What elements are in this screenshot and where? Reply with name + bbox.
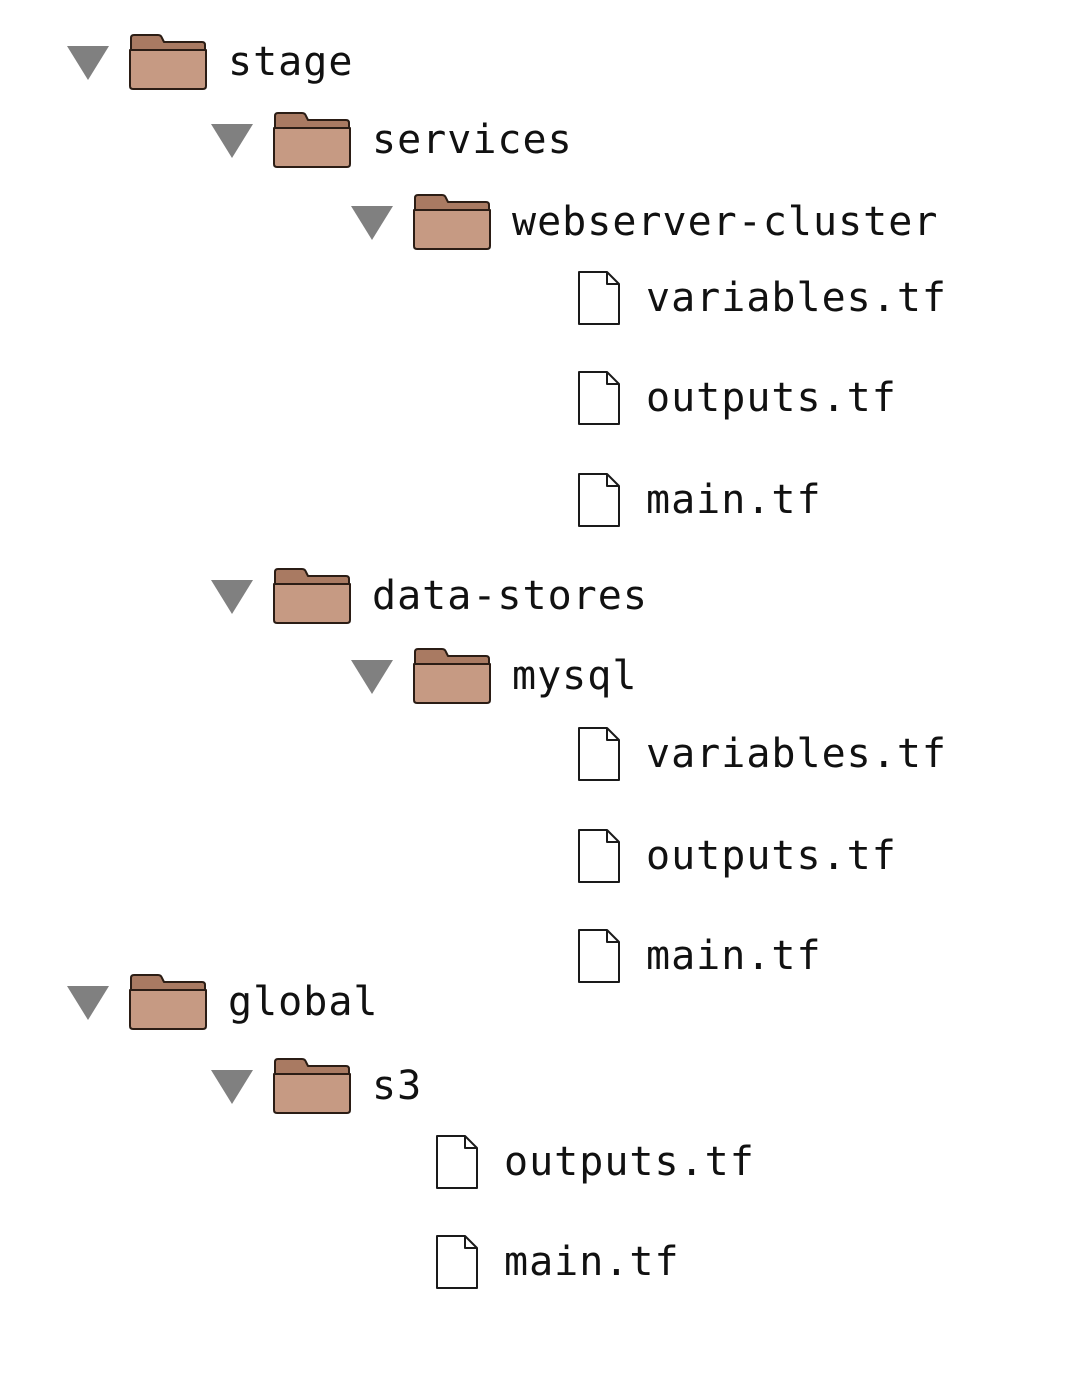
expanded-triangle-icon[interactable] [210, 576, 254, 616]
tree-file-mysql-variables[interactable]: variables.tf [576, 714, 947, 794]
folder-icon [128, 972, 208, 1032]
file-icon [576, 369, 622, 427]
expanded-triangle-icon[interactable] [66, 42, 110, 82]
tree-file-mysql-outputs[interactable]: outputs.tf [576, 816, 897, 896]
folder-icon [272, 566, 352, 626]
expanded-triangle-icon[interactable] [210, 120, 254, 160]
tree-folder-data-stores[interactable]: data-stores [210, 556, 648, 636]
tree-item-label: s3 [372, 1063, 423, 1109]
file-icon [434, 1233, 480, 1291]
folder-icon [272, 1056, 352, 1116]
file-icon [434, 1133, 480, 1191]
file-icon [576, 927, 622, 985]
expanded-triangle-icon[interactable] [66, 982, 110, 1022]
expanded-triangle-icon[interactable] [210, 1066, 254, 1106]
tree-folder-global[interactable]: global [66, 962, 379, 1042]
tree-folder-s3[interactable]: s3 [210, 1046, 422, 1126]
tree-item-label: outputs.tf [646, 833, 897, 879]
tree-item-label: variables.tf [646, 275, 947, 321]
tree-item-label: main.tf [646, 933, 822, 979]
tree-item-label: main.tf [504, 1239, 680, 1285]
tree-item-label: data-stores [372, 573, 648, 619]
tree-item-label: outputs.tf [504, 1139, 755, 1185]
tree-file-web-outputs[interactable]: outputs.tf [576, 358, 897, 438]
tree-item-label: mysql [512, 653, 638, 699]
tree-item-label: services [372, 117, 573, 163]
expanded-triangle-icon[interactable] [350, 202, 394, 242]
tree-file-web-main[interactable]: main.tf [576, 460, 822, 540]
expanded-triangle-icon[interactable] [350, 656, 394, 696]
folder-icon [128, 32, 208, 92]
tree-file-web-variables[interactable]: variables.tf [576, 258, 947, 338]
tree-folder-webserver-cluster[interactable]: webserver-cluster [350, 182, 938, 262]
tree-folder-stage[interactable]: stage [66, 22, 353, 102]
tree-file-s3-outputs[interactable]: outputs.tf [434, 1122, 755, 1202]
tree-item-label: webserver-cluster [512, 199, 939, 245]
file-icon [576, 471, 622, 529]
folder-icon [412, 646, 492, 706]
tree-folder-mysql[interactable]: mysql [350, 636, 637, 716]
tree-file-s3-main[interactable]: main.tf [434, 1222, 680, 1302]
tree-item-label: stage [228, 39, 354, 85]
tree-item-label: global [228, 979, 379, 1025]
folder-icon [412, 192, 492, 252]
tree-item-label: variables.tf [646, 731, 947, 777]
tree-file-mysql-main[interactable]: main.tf [576, 916, 822, 996]
tree-item-label: outputs.tf [646, 375, 897, 421]
file-icon [576, 827, 622, 885]
folder-icon [272, 110, 352, 170]
file-icon [576, 269, 622, 327]
tree-folder-services[interactable]: services [210, 100, 573, 180]
file-icon [576, 725, 622, 783]
tree-item-label: main.tf [646, 477, 822, 523]
